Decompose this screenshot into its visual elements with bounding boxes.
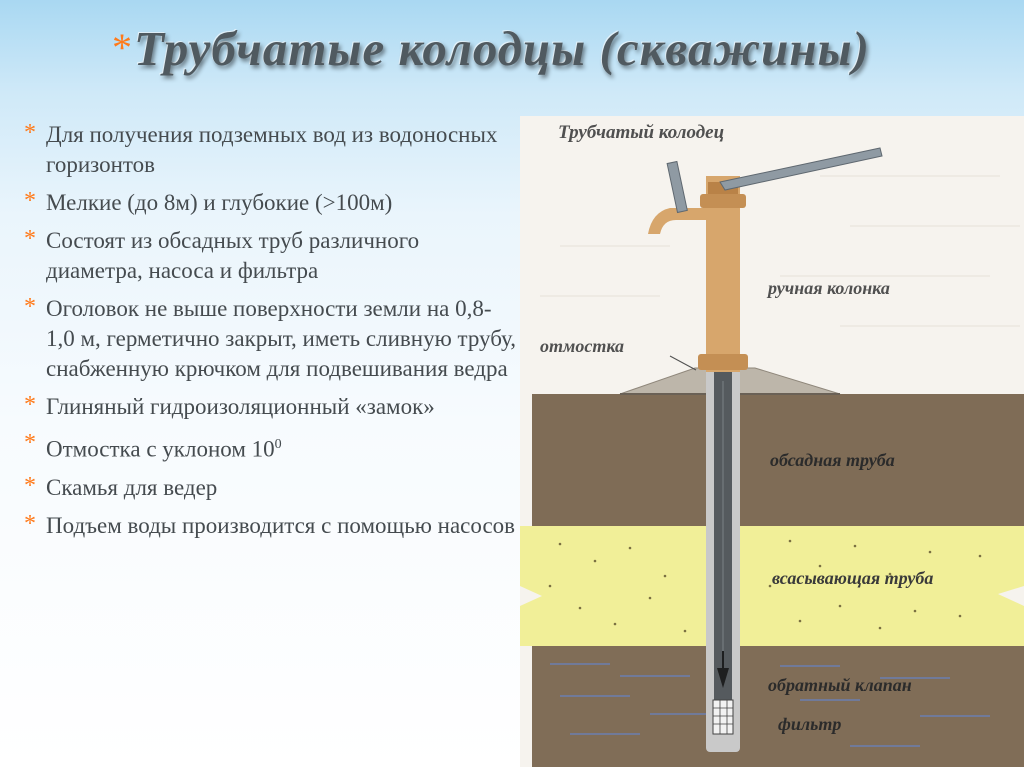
bullet-item: * Для получения подземных вод из водоносн… — [24, 120, 516, 180]
clay-layer — [532, 394, 1024, 526]
aquifer-layer — [532, 646, 1024, 767]
pump-spout — [648, 208, 706, 234]
pump-handle-link — [666, 160, 688, 214]
label-pump: ручная колонка — [766, 278, 890, 298]
bullet-item: * Скамья для ведер — [24, 473, 516, 503]
label-valve: обратный клапан — [768, 675, 912, 695]
bullet-text: Глиняный гидроизоляционный «замок» — [46, 394, 435, 419]
sand-layer — [520, 526, 1024, 646]
title-text: Трубчатые колодцы (скважины) — [134, 21, 870, 76]
diagram-title: Трубчатый колодец — [558, 122, 724, 143]
bullet-item: * Подъем воды производится с помощью насо… — [24, 511, 516, 541]
bullet-item: * Оголовок не выше поверхности земли на 0… — [24, 294, 516, 384]
label-filter: фильтр — [778, 714, 841, 734]
bullet-text: Оголовок не выше поверхности земли на 0,… — [46, 296, 516, 381]
bullet-star-icon: * — [24, 510, 36, 537]
filter-mesh-lines — [713, 700, 733, 734]
paper-texture — [540, 175, 1020, 327]
bullet-text: Подъем воды производится с помощью насос… — [46, 512, 516, 538]
bullet-text: Отмостка с уклоном 10 — [46, 436, 275, 462]
slide-title: *Трубчатые колодцы (скважины) — [112, 20, 1017, 100]
title-star-icon: * — [112, 25, 132, 70]
pump-collar-top — [700, 194, 746, 208]
well-diagram: Трубчатый колодец ручная колонка отмостк… — [520, 116, 1024, 767]
water-lines — [550, 663, 990, 747]
well-diagram-svg: Трубчатый колодец ручная колонка отмостк… — [520, 116, 1024, 767]
filter-mesh — [712, 699, 734, 735]
bullet-superscript: 0 — [274, 437, 282, 452]
bullet-item: * Глиняный гидроизоляционный «замок» — [24, 392, 516, 422]
label-suction: всасывающая труба — [772, 568, 933, 588]
bullet-text: Скамья для ведер — [46, 474, 218, 500]
bullet-star-icon: * — [24, 120, 36, 146]
pump-handle — [719, 147, 883, 191]
bullet-star-icon: * — [24, 392, 36, 418]
pump-column — [706, 176, 740, 372]
bullet-star-icon: * — [24, 472, 36, 499]
bullet-star-icon: * — [24, 226, 36, 252]
bullet-item: * Отмостка с уклоном 100 — [24, 430, 516, 465]
pump-flange — [698, 354, 748, 370]
apron-leader-line — [669, 355, 697, 371]
check-valve-icon — [717, 668, 729, 688]
bullet-item: * Состоят из обсадных труб различного диа… — [24, 226, 516, 286]
bullet-text: Для получения подземных вод из водоносны… — [46, 122, 498, 177]
bullet-list: * Для получения подземных вод из водоносн… — [24, 120, 516, 549]
sand-dots — [548, 539, 982, 633]
bullet-text: Состоят из обсадных труб различного диам… — [46, 228, 420, 283]
bullet-star-icon: * — [24, 294, 36, 320]
bullet-star-icon: * — [24, 430, 36, 456]
label-apron: отмостка — [540, 336, 624, 356]
bullet-star-icon: * — [24, 188, 36, 214]
bullet-item: * Мелкие (до 8м) и глубокие (>100м) — [24, 188, 516, 218]
label-casing: обсадная труба — [770, 450, 895, 470]
bullet-text: Мелкие (до 8м) и глубокие (>100м) — [46, 190, 393, 215]
